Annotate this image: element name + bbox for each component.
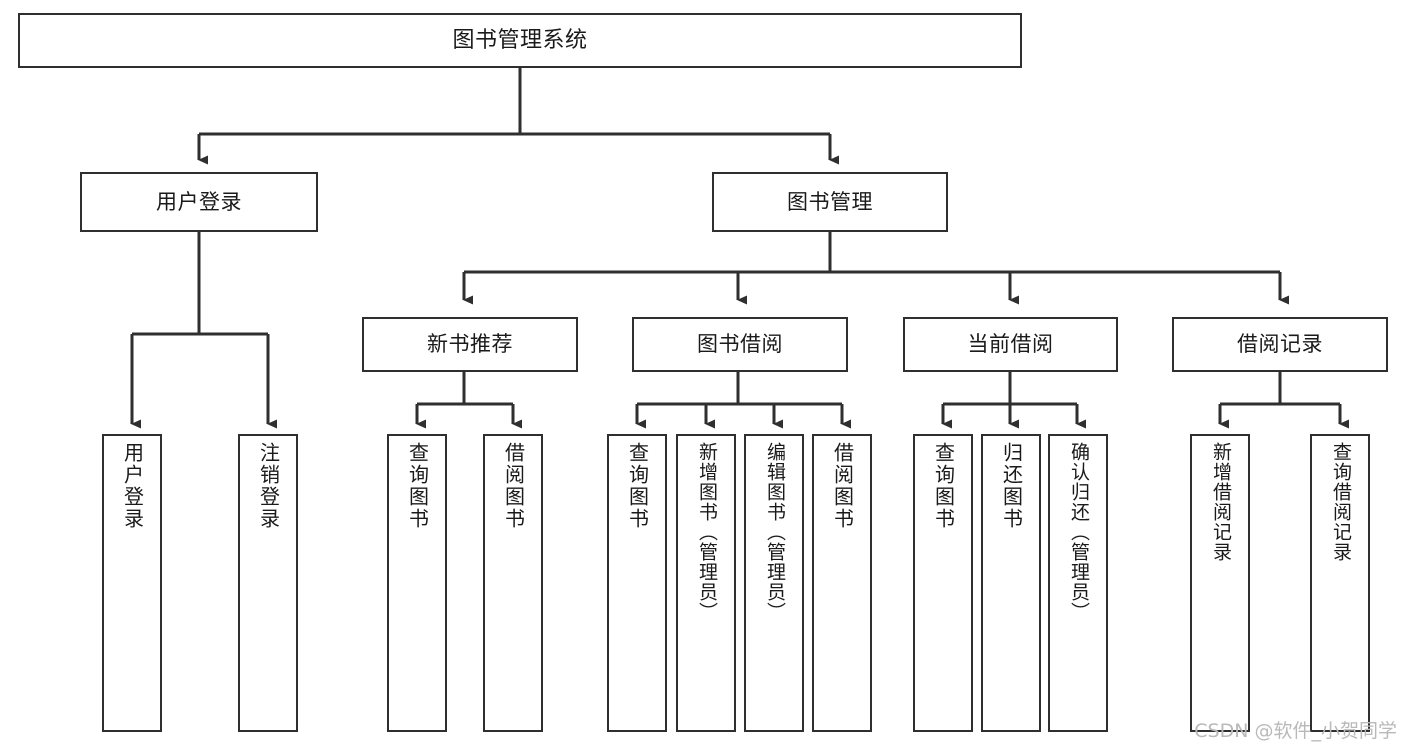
node-root-system-label: 图书管理系统 — [452, 27, 588, 53]
node-book-borrow-label: 图书借阅 — [697, 332, 783, 357]
node-leaf-borrow-edit-book[interactable]: 编辑图书（管理员） — [744, 434, 804, 732]
csdn-watermark: CSDN @软件_小贺同学 — [1194, 720, 1397, 742]
node-leaf-borrow-borrow-book[interactable]: 借阅图书 — [812, 434, 872, 732]
node-leaf-record-query[interactable]: 查询借阅记录 — [1310, 434, 1370, 732]
node-leaf-user-login-signout[interactable]: 注销登录 — [238, 434, 298, 732]
node-leaf-current-return-book-label: 归还图书 — [999, 442, 1024, 530]
node-book-management[interactable]: 图书管理 — [712, 172, 948, 232]
node-leaf-current-query-book-label: 查询图书 — [931, 442, 956, 530]
node-leaf-user-login-signout-label: 注销登录 — [256, 442, 281, 530]
node-leaf-new-book-borrow[interactable]: 借阅图书 — [483, 434, 543, 732]
node-leaf-record-add[interactable]: 新增借阅记录 — [1190, 434, 1250, 732]
node-leaf-new-book-query-label: 查询图书 — [405, 442, 430, 530]
node-leaf-current-return-book[interactable]: 归还图书 — [981, 434, 1041, 732]
node-borrow-record[interactable]: 借阅记录 — [1172, 317, 1388, 372]
node-leaf-user-login-signin[interactable]: 用户登录 — [102, 434, 162, 732]
node-leaf-new-book-borrow-label: 借阅图书 — [501, 442, 526, 530]
node-current-borrow-label: 当前借阅 — [967, 332, 1054, 357]
node-book-borrow[interactable]: 图书借阅 — [632, 317, 848, 372]
node-leaf-borrow-query-book[interactable]: 查询图书 — [607, 434, 667, 732]
node-new-book-recommend-label: 新书推荐 — [427, 332, 513, 357]
node-leaf-new-book-query[interactable]: 查询图书 — [387, 434, 447, 732]
node-leaf-borrow-query-book-label: 查询图书 — [625, 442, 650, 530]
node-book-management-label: 图书管理 — [787, 189, 873, 214]
node-leaf-record-query-label: 查询借阅记录 — [1329, 442, 1352, 562]
node-leaf-user-login-signin-label: 用户登录 — [120, 442, 145, 530]
node-user-login[interactable]: 用户登录 — [80, 172, 318, 232]
node-leaf-borrow-borrow-book-label: 借阅图书 — [830, 442, 855, 530]
node-current-borrow[interactable]: 当前借阅 — [903, 317, 1118, 372]
node-new-book-recommend[interactable]: 新书推荐 — [362, 317, 578, 372]
node-borrow-record-label: 借阅记录 — [1237, 332, 1323, 357]
node-leaf-borrow-edit-book-label: 编辑图书（管理员） — [763, 442, 786, 622]
node-leaf-current-confirm-return-label: 确认归还（管理员） — [1067, 442, 1090, 622]
node-user-login-label: 用户登录 — [156, 189, 242, 214]
node-leaf-current-confirm-return[interactable]: 确认归还（管理员） — [1048, 434, 1108, 732]
node-leaf-borrow-add-book[interactable]: 新增图书（管理员） — [676, 434, 736, 732]
node-leaf-borrow-add-book-label: 新增图书（管理员） — [695, 442, 718, 622]
node-leaf-record-add-label: 新增借阅记录 — [1209, 442, 1232, 562]
node-root-system[interactable]: 图书管理系统 — [18, 13, 1022, 68]
node-leaf-current-query-book[interactable]: 查询图书 — [913, 434, 973, 732]
